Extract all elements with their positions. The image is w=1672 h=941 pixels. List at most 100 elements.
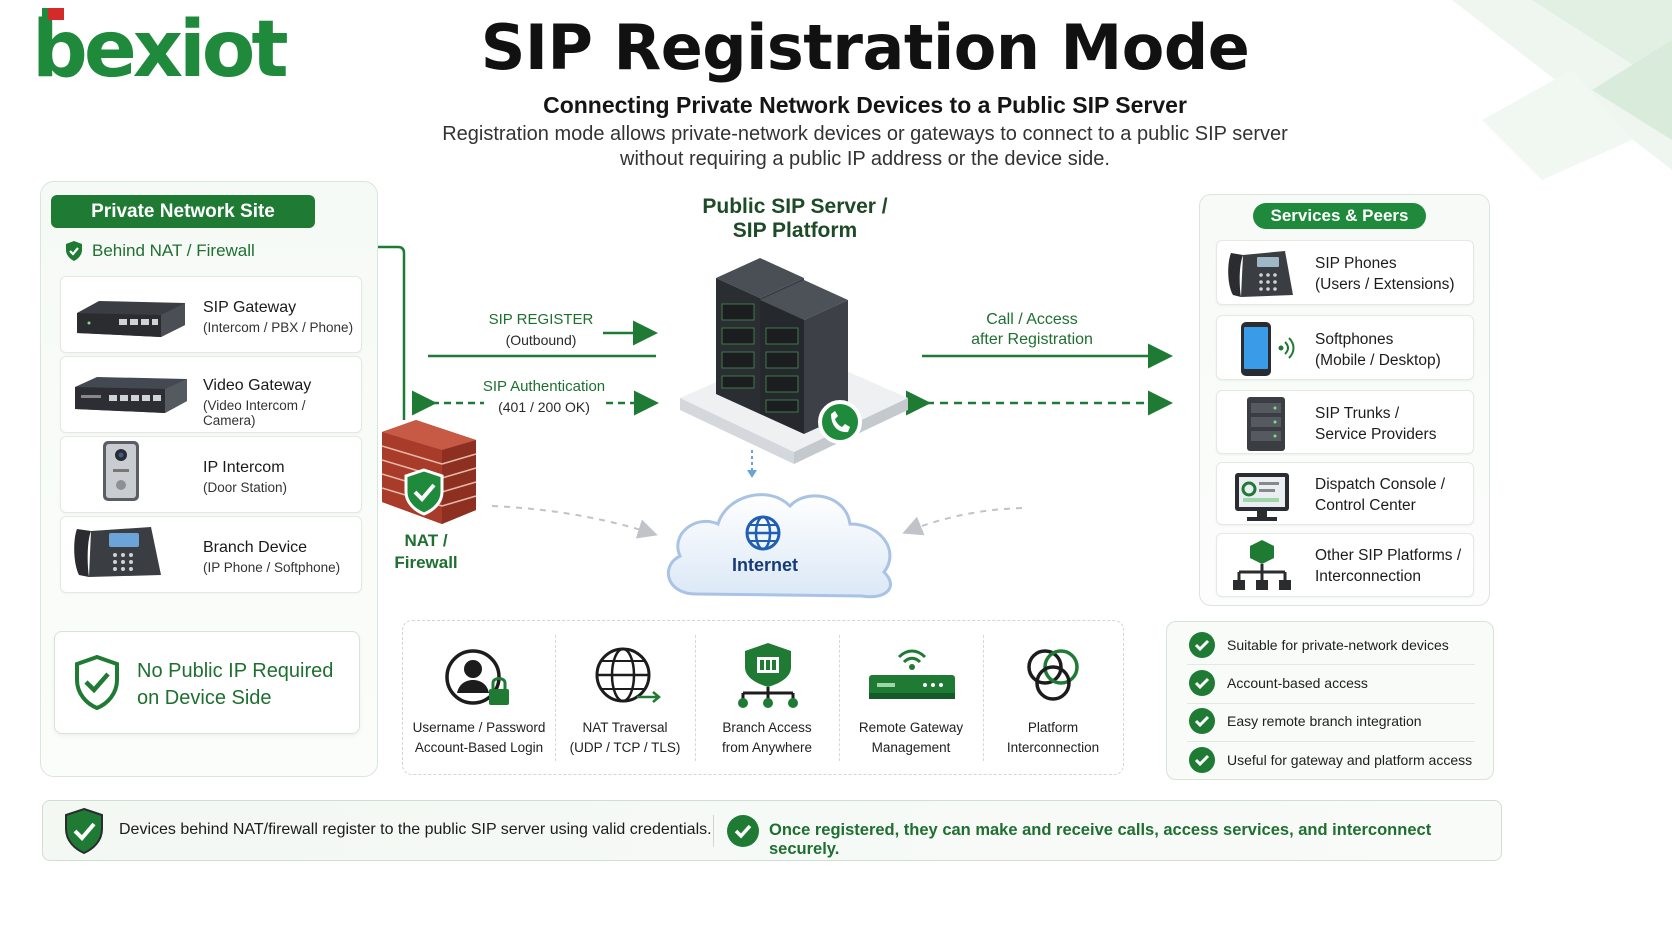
- device-name: Video Gateway: [203, 377, 312, 394]
- device-sub: (Intercom / PBX / Phone): [203, 320, 354, 335]
- monitor-dashboard-icon: [1235, 473, 1289, 521]
- device-branch: Branch Device (IP Phone / Softphone): [60, 516, 362, 593]
- feature-line-1: Platform: [1027, 720, 1079, 735]
- no-public-ip-box: No Public IP Required on Device Side: [54, 631, 360, 734]
- call-access-label: Call / Access after Registration: [952, 310, 1112, 350]
- check-circle-icon: [1189, 747, 1215, 773]
- feature-divider: [555, 635, 556, 761]
- video-gateway-icon: [75, 377, 187, 413]
- page-subtitle: Connecting Private Network Devices to a …: [543, 92, 1187, 118]
- sip-register-label: SIP REGISTER (Outbound): [466, 310, 616, 350]
- benefit-divider: [1187, 703, 1475, 704]
- feature-line-1: Branch Access: [722, 720, 812, 735]
- footer-divider: [713, 815, 714, 847]
- feature-line-2: Interconnection: [1006, 740, 1100, 755]
- brand-logo: bexiot: [32, 6, 292, 96]
- feature-line-1: Remote Gateway: [858, 720, 964, 735]
- decorative-corner: [1452, 0, 1672, 180]
- device-video-gateway: Video Gateway (Video Intercom / Camera): [60, 356, 362, 433]
- features-row: Username / Password Account-Based Login …: [402, 620, 1124, 775]
- call-access-line-2: after Registration: [971, 331, 1093, 348]
- device-sub: (IP Phone / Softphone): [203, 560, 341, 575]
- device-name: SIP Gateway: [203, 299, 297, 316]
- feature-line-2: Management: [871, 740, 951, 755]
- internet-cloud-icon: [667, 493, 892, 599]
- benefits-box: Suitable for private-network devices Acc…: [1166, 621, 1494, 780]
- internet-label: Internet: [731, 555, 798, 575]
- services-title: Services & Peers: [1253, 203, 1426, 229]
- firewall-label-line-2: Firewall: [394, 553, 458, 572]
- service-sip-trunks: SIP Trunks / Service Providers: [1216, 390, 1474, 454]
- description-line-2: without requiring a public IP address or…: [620, 148, 1110, 170]
- behind-nat-label: Behind NAT / Firewall: [92, 241, 255, 260]
- no-public-ip-line-1: No Public IP Required: [137, 660, 334, 682]
- service-line-1: SIP Phones: [1315, 255, 1397, 272]
- sip-auth-line-1: SIP Authentication: [482, 378, 606, 395]
- shield-check-icon: [65, 807, 103, 855]
- service-other-platforms: Other SIP Platforms / Interconnection: [1216, 533, 1474, 597]
- device-name: Branch Device: [203, 539, 308, 556]
- feature-remote-gateway: Remote Gateway Management: [839, 621, 983, 776]
- description-line-1: Registration mode allows private-network…: [442, 123, 1288, 145]
- service-line-2: Interconnection: [1315, 568, 1421, 585]
- server-icon: [1247, 397, 1285, 451]
- feature-line-1: Username / Password: [412, 720, 546, 735]
- benefit-item: Useful for gateway and platform access: [1189, 747, 1479, 773]
- device-name: IP Intercom: [203, 459, 285, 476]
- service-softphones: Softphones (Mobile / Desktop): [1216, 315, 1474, 380]
- footer-bar: Devices behind NAT/firewall register to …: [42, 800, 1502, 861]
- device-sip-gateway: SIP Gateway (Intercom / PBX / Phone): [60, 276, 362, 353]
- feature-branch-access: Branch Access from Anywhere: [695, 621, 839, 776]
- benefit-text: Suitable for private-network devices: [1227, 637, 1449, 653]
- logo-flag-icon: [42, 8, 64, 38]
- sip-auth-label: SIP Authentication (401 / 200 OK): [466, 377, 622, 417]
- feature-divider: [983, 635, 984, 761]
- feature-account-login: Username / Password Account-Based Login: [403, 621, 555, 776]
- wifi-router-icon: [869, 649, 955, 699]
- footer-right-text: Once registered, they can make and recei…: [769, 821, 1432, 858]
- benefit-divider: [1187, 664, 1475, 665]
- behind-nat-row: Behind NAT / Firewall: [64, 240, 255, 262]
- feature-line-2: from Anywhere: [721, 740, 813, 755]
- shield-check-icon: [66, 241, 82, 261]
- service-sip-phones: SIP Phones (Users / Extensions): [1216, 240, 1474, 305]
- sip-register-line-2: (Outbound): [505, 332, 577, 348]
- benefit-text: Account-based access: [1227, 675, 1368, 691]
- interconnect-rings-icon: [1027, 649, 1079, 701]
- service-line-1: Softphones: [1315, 331, 1394, 348]
- benefit-text: Easy remote branch integration: [1227, 713, 1422, 729]
- page-title: SIP Registration Mode: [480, 11, 1250, 84]
- desk-phone-icon: [1228, 251, 1293, 297]
- feature-divider: [839, 635, 840, 761]
- server-title-line-2: SIP Platform: [732, 219, 858, 242]
- user-lock-icon: [445, 649, 509, 705]
- logo-text: bexiot: [32, 5, 289, 95]
- benefit-text: Useful for gateway and platform access: [1227, 752, 1473, 768]
- service-line-1: SIP Trunks /: [1315, 405, 1400, 422]
- server-rack-icon: [680, 258, 908, 464]
- feature-platform-interconnection: Platform Interconnection: [983, 621, 1123, 776]
- service-line-2: Service Providers: [1315, 426, 1437, 443]
- check-circle-icon: [727, 815, 759, 847]
- check-circle-icon: [1189, 632, 1215, 658]
- branch-network-icon: [738, 643, 798, 708]
- service-dispatch-console: Dispatch Console / Control Center: [1216, 462, 1474, 525]
- benefit-divider: [1187, 741, 1475, 742]
- service-line-2: (Users / Extensions): [1315, 276, 1455, 293]
- device-ip-intercom: IP Intercom (Door Station): [60, 436, 362, 513]
- feature-line-1: NAT Traversal: [582, 720, 668, 735]
- server-title-line-1: Public SIP Server /: [702, 195, 888, 218]
- page-description: Registration mode allows private-network…: [300, 122, 1430, 172]
- ip-phone-icon: [74, 527, 161, 577]
- service-line-1: Other SIP Platforms /: [1315, 547, 1462, 564]
- device-sub: (Video Intercom / Camera): [203, 398, 306, 428]
- feature-nat-traversal: NAT Traversal (UDP / TCP / TLS): [555, 621, 695, 776]
- shield-check-icon: [75, 654, 119, 710]
- footer-left-text: Devices behind NAT/firewall register to …: [119, 821, 712, 838]
- firewall-label: NAT / Firewall: [378, 530, 474, 574]
- no-public-ip-line-2: on Device Side: [137, 687, 272, 709]
- smartphone-icon: [1241, 322, 1295, 376]
- check-circle-icon: [1189, 708, 1215, 734]
- call-access-line-1: Call / Access: [986, 311, 1078, 328]
- sip-auth-line-2: (401 / 200 OK): [498, 399, 590, 415]
